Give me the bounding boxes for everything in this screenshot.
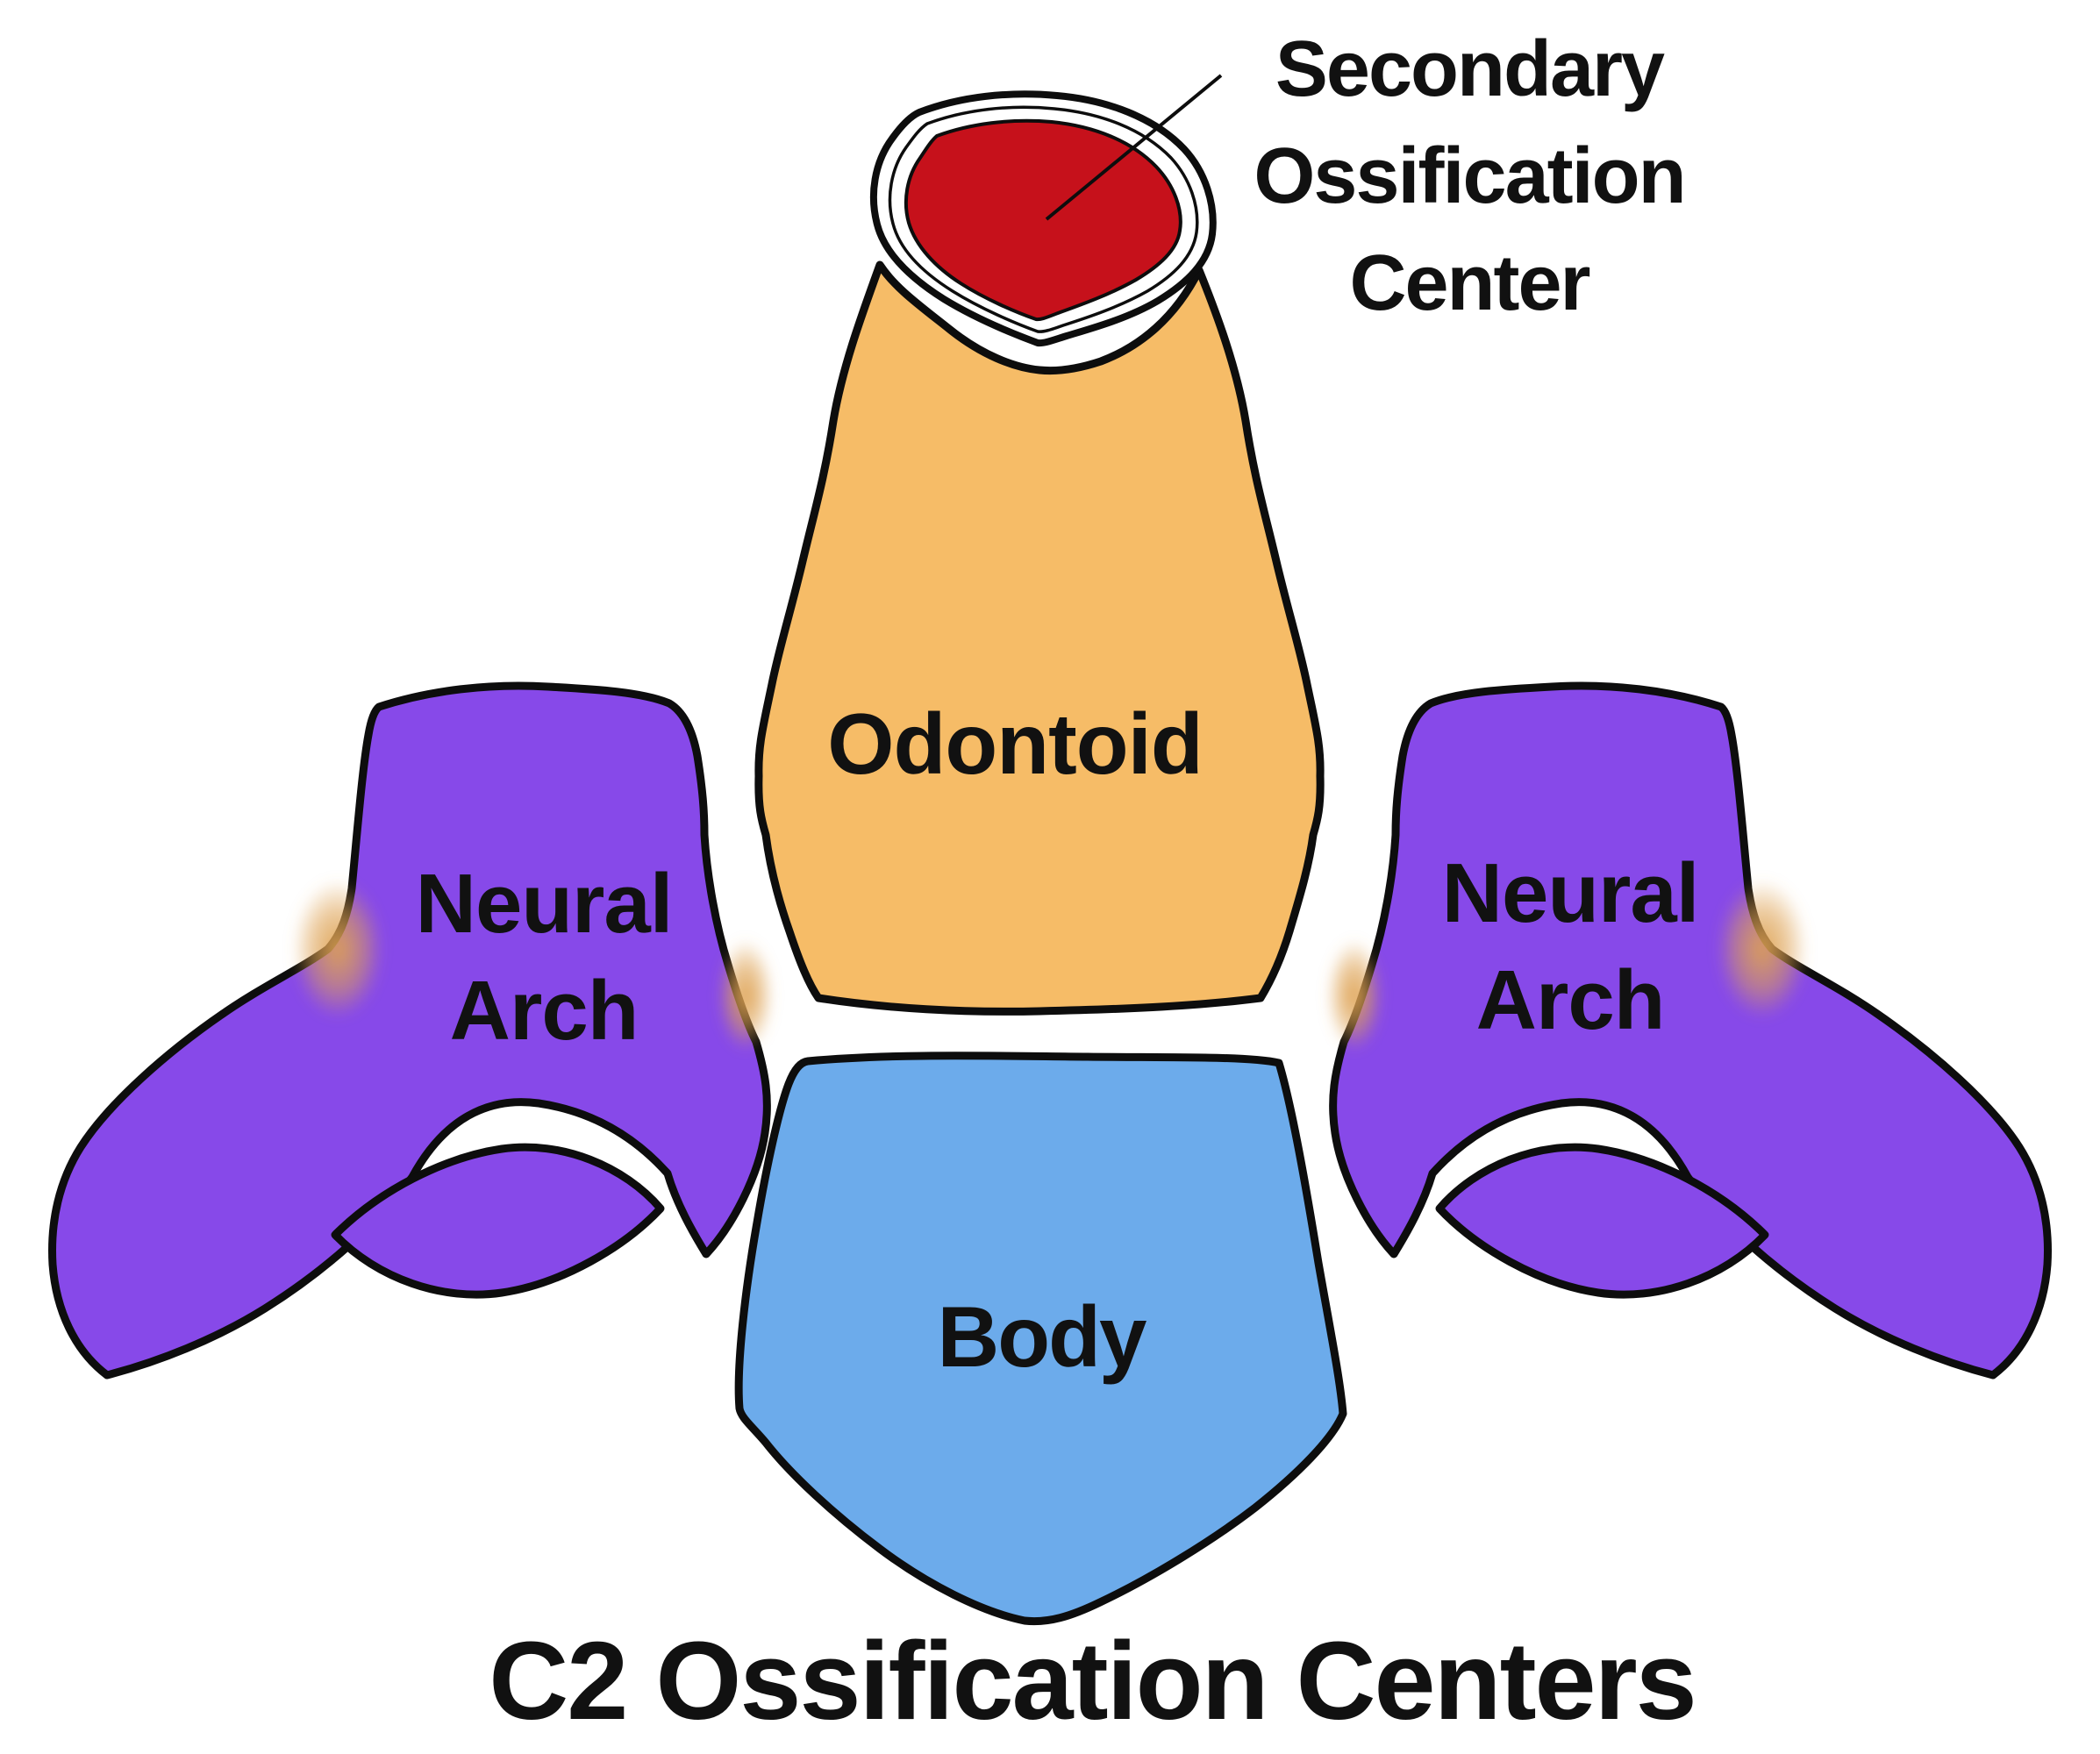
secondary-ossification-center-shape — [869, 90, 1217, 347]
odontoid-shape — [754, 260, 1325, 1016]
neural-arch-left-shape — [48, 681, 771, 1380]
glow-left-channel — [718, 939, 774, 1052]
secondary-label-line-2: Ossification — [1254, 132, 1686, 220]
neural-arch-left-main — [48, 681, 771, 1380]
body-label: Body — [937, 1288, 1147, 1385]
secondary-label-line-1: Secondary — [1275, 25, 1665, 113]
neural-arch-right-label-line-1: Neural — [1441, 846, 1700, 940]
neural-arch-right-label: Neural Arch — [1441, 840, 1700, 1054]
glow-left-notch — [292, 879, 383, 1019]
neural-arch-right-label-line-2: Arch — [1475, 953, 1666, 1047]
junction-glow-smudges — [292, 879, 1808, 1052]
secondary-ossification-center-label: Secondary Ossification Center — [1254, 16, 1686, 337]
neural-arch-left-label-line-2: Arch — [449, 964, 639, 1058]
secondary-label-line-3: Center — [1349, 239, 1590, 327]
body-shape — [734, 1052, 1347, 1626]
neural-arch-left-lens — [331, 1143, 665, 1299]
odontoid-label: Odontoid — [827, 695, 1203, 792]
annotation-leader-line — [1045, 74, 1223, 221]
glow-right-channel — [1326, 939, 1382, 1052]
neural-arch-left-label-line-1: Neural — [415, 857, 674, 951]
ring-inner — [888, 105, 1199, 333]
diagram-title: C2 Ossification Centers — [489, 1619, 1696, 1743]
glow-right-notch — [1717, 879, 1808, 1019]
neural-arch-left-label: Neural Arch — [415, 851, 674, 1065]
secondary-center-fill — [904, 118, 1182, 322]
